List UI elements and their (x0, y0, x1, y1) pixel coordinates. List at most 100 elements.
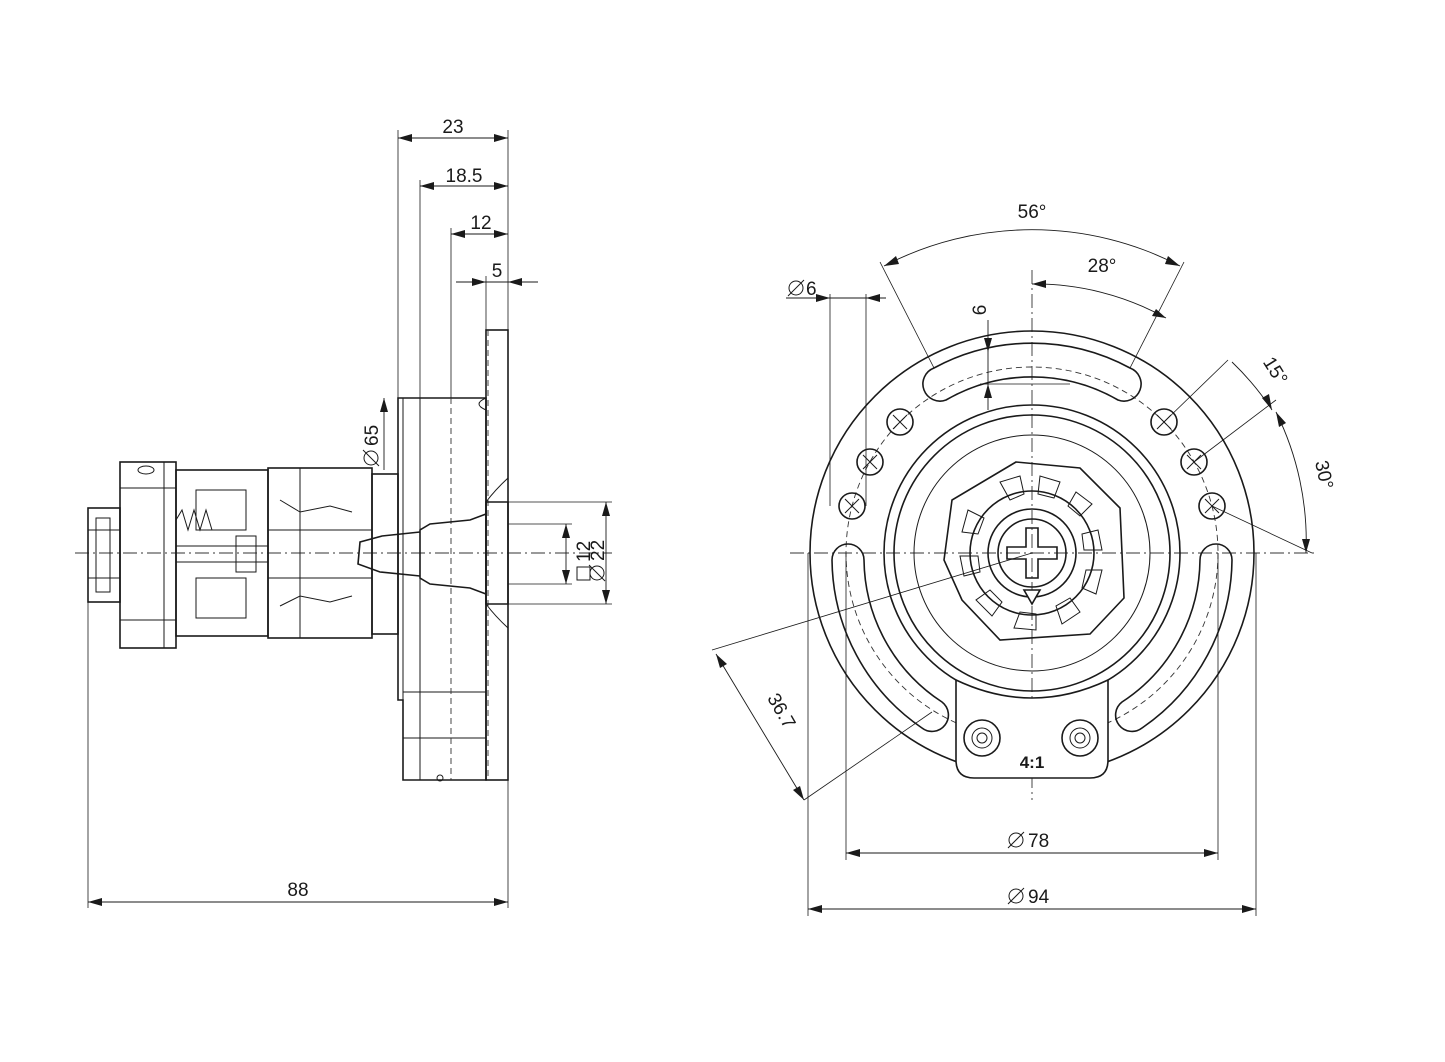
diameter-symbol-94 (1008, 888, 1024, 904)
ratio-marking: 4:1 (1020, 753, 1045, 772)
mounting-hole-left-1 (886, 408, 914, 436)
ext-line-15-b (1193, 399, 1277, 463)
shaft-flare-top (485, 477, 509, 503)
dim-arrow-28-right (1152, 309, 1166, 318)
gear-hub-outline (943, 461, 1125, 641)
diameter-slash-78 (1007, 831, 1025, 849)
dim-arrow-12-right (494, 230, 508, 238)
mounting-flange (485, 329, 509, 781)
body-inner-ring (893, 414, 1171, 692)
housing-fillet-top (478, 397, 487, 411)
dim-arc-30 (1275, 411, 1307, 554)
dim-arrow-30-bottom (1302, 539, 1310, 553)
diameter-slash-65 (362, 449, 380, 467)
dim-arrow-88-left (88, 898, 102, 906)
mechanism-cage-bottom (195, 577, 247, 619)
mechanism-spring (175, 508, 213, 532)
dim-arrow-56-left (884, 256, 899, 266)
end-nut-core (95, 517, 111, 593)
dim-label-sq12: 12 (574, 541, 595, 562)
dim-arrow-23-left (398, 134, 412, 142)
mounting-hole-right-3 (1198, 492, 1226, 520)
dim-arrow-d6-right (866, 294, 880, 302)
cross-slot (1006, 527, 1058, 579)
gear-hub-ring (969, 490, 1095, 616)
dim-arrow-sq12-top (562, 524, 570, 538)
actuator-clip-top (279, 499, 353, 513)
lug-screw-left-mid (971, 727, 993, 749)
diameter-symbol-6 (788, 280, 804, 296)
dim-label-d22: 22 (588, 540, 609, 561)
position-indicator (1022, 589, 1042, 606)
lug-screw-right-mid (1069, 727, 1091, 749)
dim-arrow-d94-left (808, 905, 822, 913)
dim-label-d78: 78 (1028, 831, 1049, 852)
square-symbol-12 (576, 566, 591, 581)
dim-label-30: 30° (1310, 459, 1337, 491)
dim-label-36-7: 36.7 (762, 690, 799, 733)
dim-arrow-d78-left (846, 849, 860, 857)
lug-screw-left-outer (963, 719, 1001, 757)
dim-arrow-d6-left (816, 294, 830, 302)
dim-arrow-15 (1262, 394, 1272, 410)
dim-arrow-18-5-right (494, 182, 508, 190)
dim-label-15: 15° (1258, 353, 1291, 388)
dim-line-36-7 (715, 653, 805, 801)
mechanism-cage-top (195, 489, 247, 531)
diameter-slash-6 (787, 279, 805, 297)
dim-arrow-30-top (1276, 412, 1286, 427)
dim-arrow-slot-offset-bottom (984, 384, 992, 398)
mounting-hole-right-1 (1150, 408, 1178, 436)
dim-label-5: 5 (492, 261, 503, 282)
lower-left-arc-slot (831, 543, 950, 733)
ext-line-56-left (879, 261, 935, 369)
dim-arrow-slot-offset-top (984, 338, 992, 352)
end-nut (87, 507, 121, 603)
end-cap-hole (137, 465, 155, 475)
dim-arrow-5-left (472, 278, 486, 286)
lower-right-arc-slot (1114, 543, 1233, 733)
dim-arrow-d94-right (1242, 905, 1256, 913)
housing-bottom-screw (436, 774, 444, 782)
dim-arc-28 (1031, 283, 1167, 319)
lug-screw-right-inner (1074, 732, 1086, 744)
actuator-clip-bottom (279, 595, 353, 607)
dim-label-56: 56° (1018, 202, 1047, 223)
diameter-symbol-65 (363, 450, 379, 466)
mechanism-pin-1 (235, 535, 257, 573)
dim-label-slot-offset: 6 (970, 305, 991, 316)
square-drive (357, 531, 421, 577)
dim-arrow-36-7-top (716, 654, 727, 668)
diameter-symbol-78 (1008, 832, 1024, 848)
dim-label-23: 23 (442, 117, 463, 138)
gear-housing (371, 473, 399, 635)
dim-arrow-88-right (494, 898, 508, 906)
mounting-hole-left-2 (856, 448, 884, 476)
body-seat-ring (913, 434, 1151, 672)
dim-label-d6: 6 (806, 279, 817, 300)
diameter-symbol-22 (589, 565, 605, 581)
dim-arrow-23-right (494, 134, 508, 142)
front-view: 4:1 6 (711, 202, 1337, 916)
dim-arrow-d22-top (602, 502, 610, 516)
mounting-hole-right-2 (1180, 448, 1208, 476)
shaft-collar (419, 513, 487, 595)
dim-arrow-12-left (451, 230, 465, 238)
diameter-slash-22 (588, 564, 606, 582)
lug-screw-left-inner (976, 732, 988, 744)
ext-line-36-7-a (711, 552, 1033, 651)
upper-arc-slot (922, 342, 1142, 402)
ext-line-36-7-b (803, 711, 933, 801)
dim-label-88: 88 (287, 880, 308, 901)
shaft-boss-inner (997, 518, 1067, 588)
dim-label-28: 28° (1088, 256, 1117, 277)
dim-arrow-d65 (380, 398, 388, 412)
dim-label-18-5: 18.5 (446, 166, 483, 187)
shaft-flare-bottom (485, 603, 509, 629)
dim-arrow-5-right (508, 278, 522, 286)
diameter-slash-94 (1007, 887, 1025, 905)
dim-arc-56 (883, 229, 1181, 267)
lug-screw-right-outer (1061, 719, 1099, 757)
dim-arrow-36-7-bottom (793, 786, 804, 800)
